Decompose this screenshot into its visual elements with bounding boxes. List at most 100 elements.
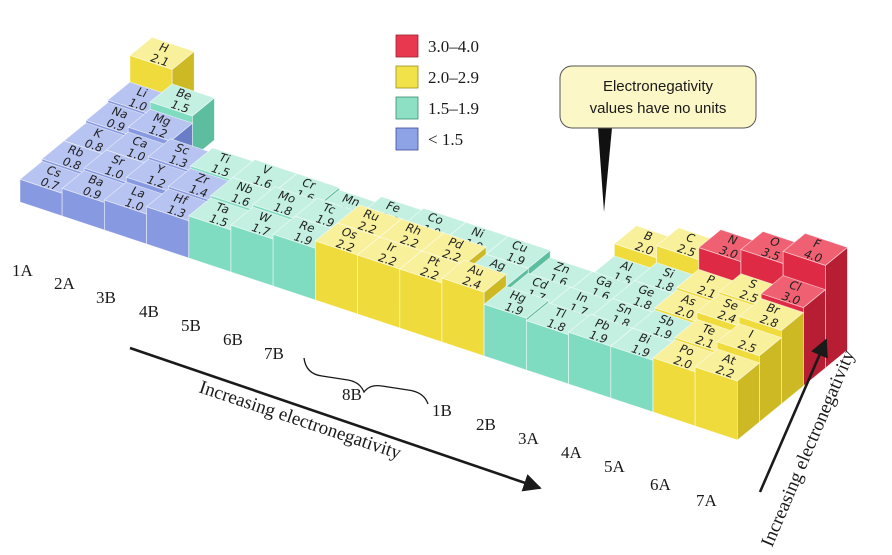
- group-label-4A: 4A: [561, 443, 583, 462]
- element-top-face: [760, 275, 827, 309]
- element-value: 1.0: [123, 195, 145, 214]
- element-value: 2.2: [377, 250, 399, 269]
- element-symbol: O: [768, 234, 781, 250]
- element-symbol: Ga: [595, 273, 615, 291]
- element-symbol: Mn: [341, 191, 362, 210]
- element-value: 1.9: [503, 299, 525, 318]
- element-value: 2.1: [696, 283, 718, 302]
- element-value: 1.3: [166, 202, 188, 221]
- element-symbol: Sc: [174, 140, 192, 158]
- element-value: 1.9: [292, 229, 314, 248]
- element-symbol: Sn: [615, 300, 633, 318]
- element-symbol: B: [642, 228, 654, 244]
- element-top-face: [738, 297, 805, 331]
- group-label-3B: 3B: [96, 288, 116, 307]
- element-symbol: Mg: [152, 110, 173, 129]
- element-value: 2.0: [633, 239, 655, 258]
- element-value: 0.7: [39, 174, 61, 193]
- element-value: 1.9: [630, 341, 652, 360]
- element-symbol: Zn: [552, 258, 572, 276]
- element-symbol: Ni: [470, 224, 486, 241]
- element-symbol: Os: [340, 224, 359, 242]
- element-value: 1.2: [147, 122, 169, 141]
- element-symbol: Cl: [788, 278, 804, 295]
- element-symbol: Pd: [447, 234, 466, 252]
- element-top-face: [483, 285, 550, 319]
- element-top-face: [149, 83, 216, 117]
- element-symbol: Ag: [488, 255, 508, 273]
- element-symbol: Zr: [193, 170, 211, 188]
- element-symbol: F: [812, 236, 823, 251]
- callout-pointer: [598, 128, 612, 212]
- legend-swatch-red: [395, 34, 419, 58]
- group-label-4B: 4B: [139, 302, 159, 321]
- element-symbol: Ge: [637, 282, 657, 300]
- element-value: 2.0: [674, 303, 696, 322]
- element-symbol: Al: [618, 258, 635, 275]
- legend-swatch-yellow: [395, 65, 419, 89]
- element-symbol: Br: [765, 300, 783, 318]
- group-labels: 1A 2A 3B 4B 5B 6B 7B 8B 1B 2B 3A 4A 5A 6…: [12, 261, 718, 510]
- element-symbol: At: [720, 350, 738, 368]
- element-symbol: Rh: [404, 220, 423, 238]
- element-value: 1.8: [545, 316, 567, 335]
- element-value: 2.1: [694, 333, 716, 352]
- element-symbol: Au: [466, 261, 486, 279]
- element-symbol: Hg: [508, 287, 527, 305]
- legend-label-yellow: 2.0–2.9: [428, 68, 479, 87]
- element-symbol: W: [257, 209, 273, 226]
- group-label-6B: 6B: [223, 330, 243, 349]
- element-value: 1.8: [272, 200, 294, 219]
- element-symbol: Pb: [594, 316, 612, 334]
- group-label-5B: 5B: [181, 316, 201, 335]
- element-symbol: Bi: [637, 330, 653, 347]
- element-symbol: In: [575, 289, 589, 306]
- element-symbol: Ca: [131, 133, 150, 151]
- horizontal-arrow-label: Increasing electronegativity: [196, 377, 404, 464]
- element-symbol: Cu: [511, 237, 530, 255]
- element-symbol: Y: [155, 162, 167, 178]
- group-label-6A: 6A: [650, 475, 672, 494]
- element-value: 1.7: [250, 220, 272, 239]
- element-symbol: Ba: [87, 172, 106, 190]
- callout-line-2: values have no units: [590, 100, 727, 117]
- element-value: 2.4: [716, 307, 738, 326]
- group-label-7B: 7B: [264, 344, 284, 363]
- element-symbol: Se: [722, 296, 740, 314]
- element-symbol: Ru: [362, 206, 381, 224]
- element-symbol: Rb: [67, 142, 86, 160]
- legend-swatch-green: [395, 96, 419, 120]
- element-symbol: P: [705, 272, 716, 287]
- callout-box: [559, 65, 757, 129]
- element-top-face: [694, 348, 761, 382]
- legend: 3.0–4.0 2.0–2.9 1.5–1.9 < 1.5: [395, 34, 479, 151]
- element-symbol: Po: [678, 341, 696, 359]
- element-symbol: Te: [701, 321, 717, 338]
- element-symbol: I: [747, 327, 755, 342]
- element-symbol: Nb: [235, 179, 254, 197]
- element-value: 3.0: [780, 289, 802, 308]
- legend-label-red: 3.0–4.0: [428, 37, 479, 56]
- element-value: 1.9: [588, 327, 610, 346]
- element-value: 0.9: [105, 116, 127, 135]
- legend-label-green: 1.5–1.9: [428, 99, 479, 118]
- element-symbol: Cr: [301, 175, 319, 193]
- element-value: 2.5: [676, 241, 698, 260]
- element-symbol: Fe: [385, 198, 402, 216]
- element-value: 0.9: [81, 184, 103, 203]
- element-value: 1.5: [208, 211, 230, 230]
- element-top-face: [129, 36, 196, 70]
- element-symbol: Be: [175, 85, 194, 103]
- legend-label-blue: < 1.5: [428, 130, 463, 149]
- group-label-3A: 3A: [518, 429, 540, 448]
- element-value: 2.8: [758, 312, 780, 331]
- element-symbol: Na: [110, 104, 129, 122]
- element-value: 2.2: [714, 362, 736, 381]
- element-value: 2.5: [738, 287, 760, 306]
- group-label-2A: 2A: [54, 274, 76, 293]
- group-label-1B: 1B: [432, 401, 452, 420]
- group-label-2B: 2B: [476, 415, 496, 434]
- element-top-face: [782, 232, 849, 266]
- element-top-face: [441, 259, 508, 293]
- element-symbol: Pt: [426, 253, 442, 270]
